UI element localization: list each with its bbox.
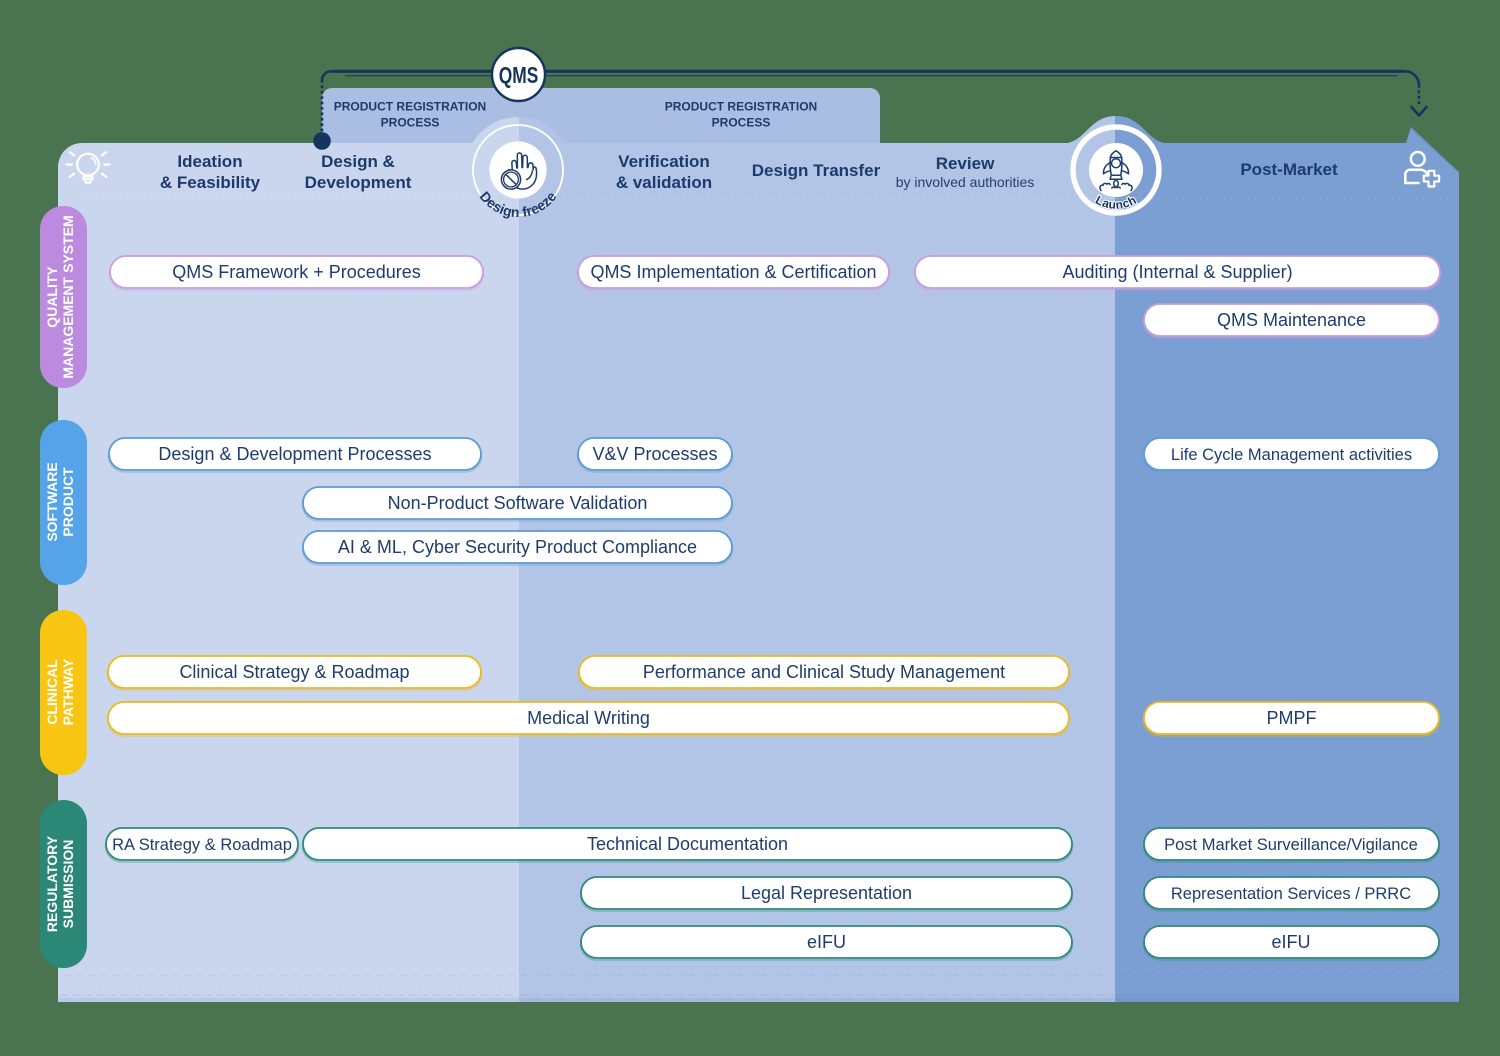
svg-text:by involved authorities: by involved authorities: [896, 174, 1035, 190]
svg-text:PMPF: PMPF: [1266, 708, 1316, 728]
svg-text:Performance and Clinical Study: Performance and Clinical Study Managemen…: [643, 662, 1005, 682]
svg-text:Design & Development Processes: Design & Development Processes: [158, 444, 431, 464]
svg-text:MANAGEMENT SYSTEM: MANAGEMENT SYSTEM: [60, 215, 76, 378]
svg-text:Design Transfer: Design Transfer: [752, 161, 881, 180]
svg-text:PRODUCT REGISTRATION: PRODUCT REGISTRATION: [334, 100, 486, 114]
svg-text:QMS: QMS: [499, 63, 539, 89]
svg-text:& Feasibility: & Feasibility: [160, 173, 261, 192]
svg-text:PATHWAY: PATHWAY: [60, 658, 76, 725]
svg-text:Life Cycle Management activiti: Life Cycle Management activities: [1171, 446, 1412, 464]
svg-text:Non-Product Software Validatio: Non-Product Software Validation: [388, 493, 648, 513]
svg-text:eIFU: eIFU: [807, 932, 846, 952]
svg-text:Post Market Surveillance/Vigil: Post Market Surveillance/Vigilance: [1164, 836, 1418, 854]
svg-text:Review: Review: [936, 154, 995, 173]
svg-text:RA Strategy & Roadmap: RA Strategy & Roadmap: [112, 836, 292, 854]
svg-text:PRODUCT REGISTRATION: PRODUCT REGISTRATION: [665, 100, 817, 114]
svg-text:Clinical Strategy & Roadmap: Clinical Strategy & Roadmap: [179, 662, 409, 682]
svg-text:Verification: Verification: [618, 152, 710, 171]
svg-text:SUBMISSION: SUBMISSION: [60, 840, 76, 929]
svg-text:V&V Processes: V&V Processes: [592, 444, 717, 464]
svg-text:PROCESS: PROCESS: [712, 116, 771, 130]
svg-text:QMS Framework + Procedures: QMS Framework + Procedures: [172, 262, 421, 282]
svg-text:Representation Services / PRRC: Representation Services / PRRC: [1171, 885, 1411, 903]
svg-text:Medical Writing: Medical Writing: [527, 708, 650, 728]
svg-text:CLINICAL: CLINICAL: [44, 659, 60, 725]
svg-text:PROCESS: PROCESS: [381, 116, 440, 130]
svg-text:Ideation: Ideation: [177, 152, 242, 171]
svg-text:AI & ML, Cyber Security Produc: AI & ML, Cyber Security Product Complian…: [338, 537, 697, 557]
svg-text:Technical Documentation: Technical Documentation: [587, 834, 788, 854]
svg-text:QUALITY: QUALITY: [44, 266, 60, 328]
svg-text:Legal Representation: Legal Representation: [741, 883, 912, 903]
svg-text:PRODUCT: PRODUCT: [60, 467, 76, 537]
svg-text:& validation: & validation: [616, 173, 712, 192]
svg-text:Auditing (Internal & Supplier): Auditing (Internal & Supplier): [1062, 262, 1292, 282]
svg-text:Post-Market: Post-Market: [1240, 160, 1338, 179]
svg-text:Launch: Launch: [1093, 193, 1139, 212]
svg-text:Development: Development: [305, 173, 412, 192]
svg-text:QMS Implementation & Certifica: QMS Implementation & Certification: [590, 262, 876, 282]
svg-text:Design &: Design &: [321, 152, 395, 171]
svg-text:REGULATORY: REGULATORY: [44, 835, 60, 932]
svg-text:eIFU: eIFU: [1271, 932, 1310, 952]
svg-text:QMS Maintenance: QMS Maintenance: [1217, 310, 1366, 330]
svg-text:SOFTWARE: SOFTWARE: [44, 462, 60, 541]
